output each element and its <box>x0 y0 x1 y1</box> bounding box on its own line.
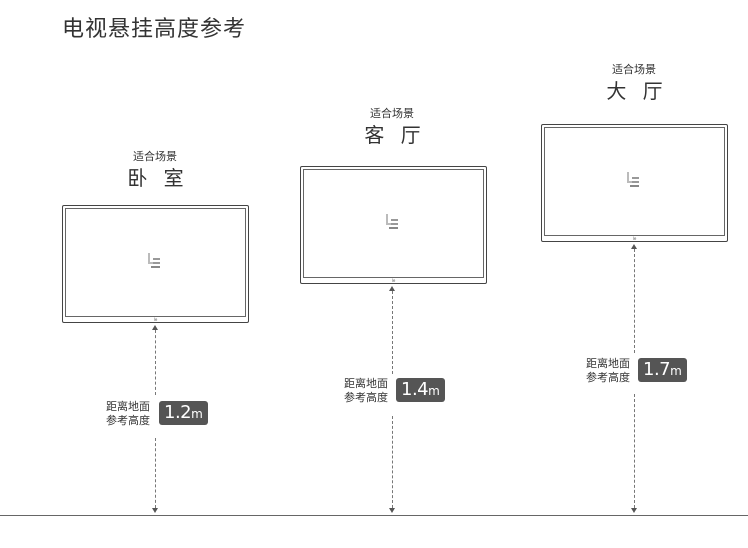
brand-logo-icon <box>627 172 639 187</box>
arrow-down-icon <box>631 508 637 513</box>
arrow-up-icon <box>389 286 395 291</box>
distance-label: 距离地面 参考高度 <box>344 377 388 404</box>
arrow-down-icon <box>152 508 158 513</box>
tv-screen <box>544 127 725 236</box>
height-dashed-line <box>155 438 156 508</box>
tv-living-room: le <box>300 166 487 284</box>
height-dashed-line <box>634 394 635 508</box>
height-badge: 1.2m <box>159 401 208 425</box>
scene-caption: 适合场景 <box>612 63 656 76</box>
brand-logo-icon <box>148 253 160 268</box>
height-dashed-line <box>392 291 393 374</box>
page-title: 电视悬挂高度参考 <box>62 17 247 42</box>
tv-screen <box>65 208 246 317</box>
brand-logo-icon <box>386 214 398 229</box>
tv-brand-mark: le <box>153 317 158 322</box>
scene-name: 大 厅 <box>606 79 668 103</box>
tv-bedroom: le <box>62 205 249 323</box>
tv-brand-mark: le <box>632 236 637 241</box>
height-dashed-line <box>634 249 635 353</box>
scene-name: 客 厅 <box>364 123 426 147</box>
scene-caption: 适合场景 <box>370 107 414 120</box>
tv-brand-mark: le <box>391 278 396 283</box>
height-dashed-line <box>392 416 393 508</box>
arrow-up-icon <box>631 244 637 249</box>
height-dashed-line <box>155 330 156 395</box>
arrow-up-icon <box>152 325 158 330</box>
distance-label: 距离地面 参考高度 <box>586 357 630 384</box>
height-badge: 1.7m <box>638 358 687 382</box>
tv-hall: le <box>541 124 728 242</box>
height-badge: 1.4m <box>396 378 445 402</box>
arrow-down-icon <box>389 508 395 513</box>
floor-line <box>0 515 748 516</box>
distance-label: 距离地面 参考高度 <box>106 400 150 427</box>
scene-caption: 适合场景 <box>133 150 177 163</box>
scene-name: 卧 室 <box>127 166 189 190</box>
tv-screen <box>303 169 484 278</box>
